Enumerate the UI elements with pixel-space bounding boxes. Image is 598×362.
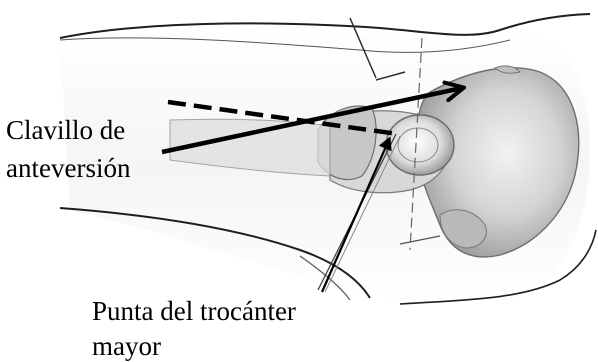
greater-trochanter-tip-label-line2: mayor bbox=[92, 330, 161, 362]
anteversion-pin-label-line2: anteversión bbox=[6, 152, 130, 184]
anteversion-pin-label-line1: Clavillo de bbox=[6, 114, 125, 146]
greater-trochanter-tip-label-line1: Punta del trocánter bbox=[92, 295, 296, 327]
